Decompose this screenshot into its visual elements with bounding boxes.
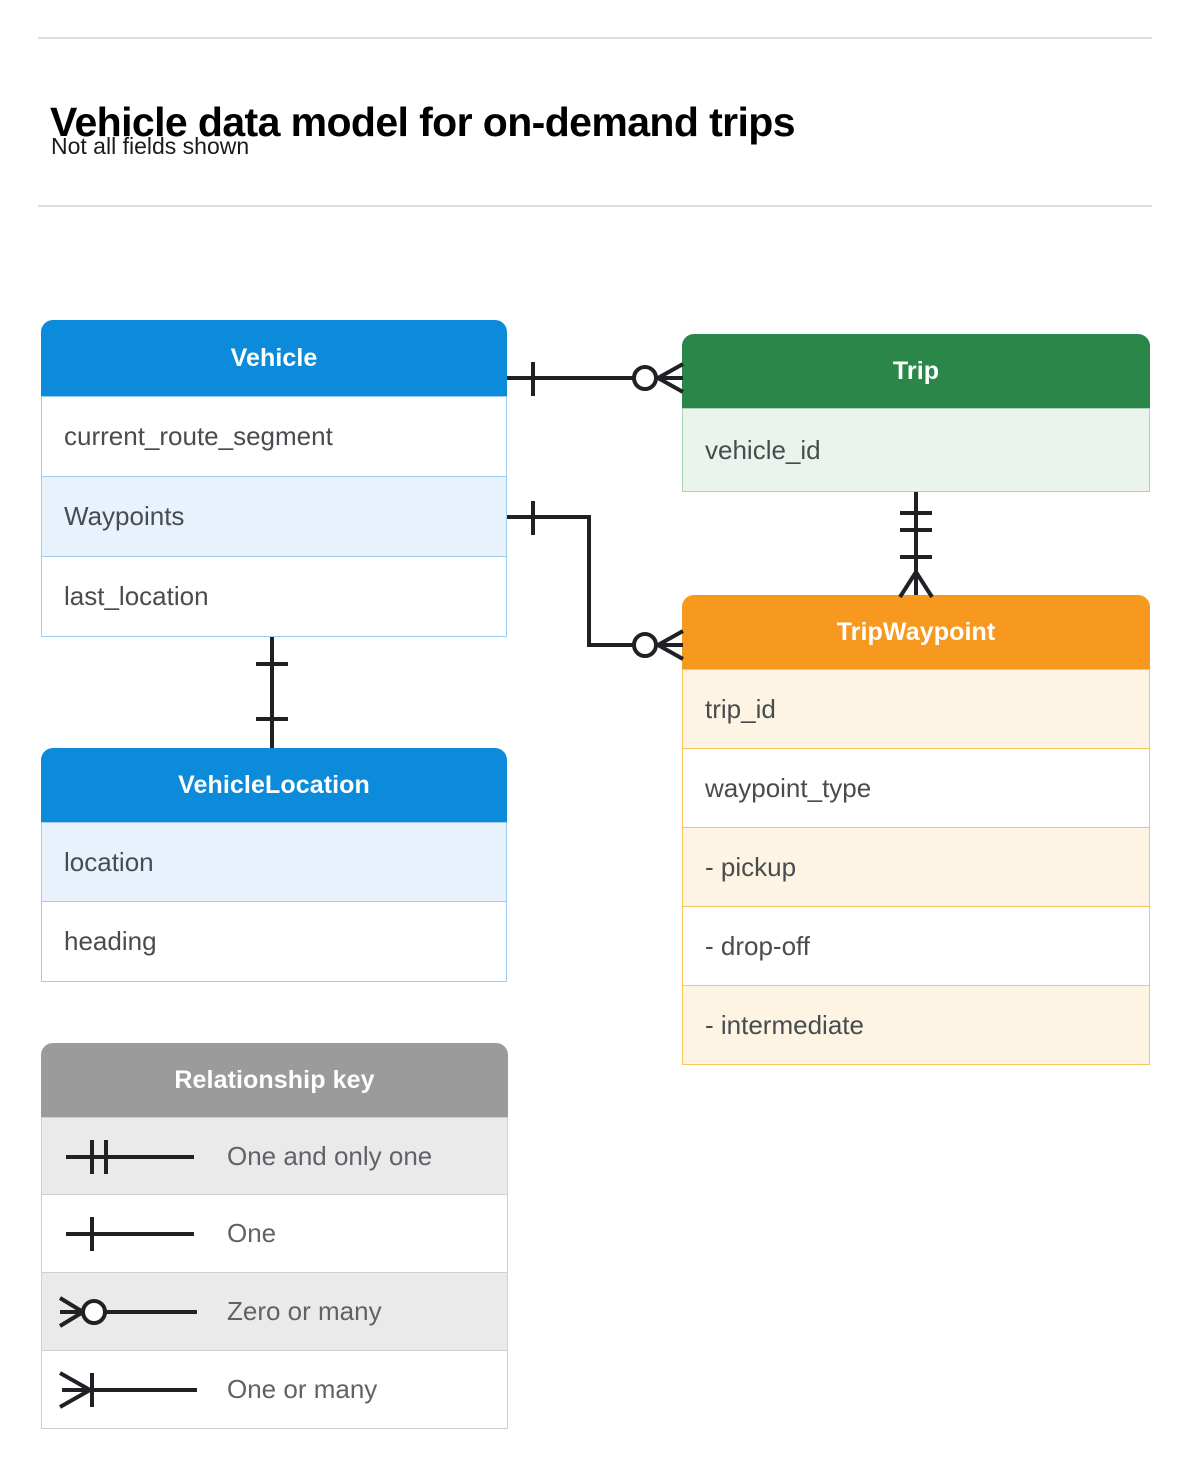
- connector-vehicle-to-vehiclelocation: [256, 637, 288, 748]
- entity-vehicle-location-fields: location heading: [41, 822, 507, 982]
- legend-row-one-and-only-one: One and only one: [41, 1117, 508, 1195]
- entity-trip-waypoint-field-3[interactable]: - drop-off: [682, 907, 1150, 986]
- entity-trip-waypoint-title: TripWaypoint: [682, 595, 1150, 669]
- legend-label-zero-or-many: Zero or many: [227, 1296, 382, 1326]
- legend-label-one: One: [227, 1218, 277, 1248]
- entity-trip-waypoint-fields: trip_id waypoint_type - pickup - drop-of…: [682, 669, 1150, 1065]
- connector-trip-to-tripwaypoint: [898, 492, 934, 599]
- entity-trip-field-0[interactable]: vehicle_id: [682, 408, 1150, 492]
- header-divider-bottom: [38, 205, 1152, 207]
- entity-trip-waypoint-field-0[interactable]: trip_id: [682, 669, 1150, 749]
- zero-or-many-icon: [42, 1273, 227, 1350]
- entity-vehicle-location-field-0[interactable]: location: [41, 822, 507, 902]
- entity-vehicle-location[interactable]: VehicleLocation location heading: [41, 748, 507, 982]
- legend-rows: One and only one One Zero: [41, 1117, 508, 1429]
- entity-vehicle-location-title: VehicleLocation: [41, 748, 507, 822]
- page-subtitle: Not all fields shown: [51, 133, 250, 159]
- connector-waypoints-to-tripwaypoint: [507, 501, 684, 661]
- legend-row-one: One: [41, 1195, 508, 1273]
- entity-vehicle-field-2[interactable]: last_location: [41, 557, 507, 637]
- one-or-many-icon: [42, 1351, 227, 1428]
- one-icon: [42, 1195, 227, 1272]
- entity-vehicle-location-field-1[interactable]: heading: [41, 902, 507, 982]
- legend-title: Relationship key: [41, 1043, 508, 1117]
- entity-vehicle-fields: current_route_segment Waypoints last_loc…: [41, 396, 507, 637]
- entity-trip-waypoint[interactable]: TripWaypoint trip_id waypoint_type - pic…: [682, 595, 1150, 1065]
- entity-vehicle[interactable]: Vehicle current_route_segment Waypoints …: [41, 320, 507, 637]
- entity-trip-title: Trip: [682, 334, 1150, 408]
- page-title: Vehicle data model for on-demand trips: [50, 99, 796, 146]
- entity-vehicle-field-0[interactable]: current_route_segment: [41, 396, 507, 477]
- legend-row-zero-or-many: Zero or many: [41, 1273, 508, 1351]
- entity-trip-waypoint-field-2[interactable]: - pickup: [682, 828, 1150, 907]
- one-and-only-one-icon: [42, 1118, 227, 1194]
- entity-trip[interactable]: Trip vehicle_id: [682, 334, 1150, 492]
- legend-relationship-key: Relationship key One and only one One: [41, 1043, 508, 1429]
- entity-trip-waypoint-field-1[interactable]: waypoint_type: [682, 749, 1150, 828]
- connector-vehicle-to-trip: [507, 362, 684, 396]
- legend-row-one-or-many: One or many: [41, 1351, 508, 1429]
- legend-label-one-or-many: One or many: [227, 1374, 378, 1404]
- header-divider-top: [38, 37, 1152, 39]
- entity-trip-waypoint-field-4[interactable]: - intermediate: [682, 986, 1150, 1065]
- entity-vehicle-field-1[interactable]: Waypoints: [41, 477, 507, 557]
- entity-trip-fields: vehicle_id: [682, 408, 1150, 492]
- legend-label-one-and-only-one: One and only one: [227, 1140, 433, 1171]
- entity-vehicle-title: Vehicle: [41, 320, 507, 396]
